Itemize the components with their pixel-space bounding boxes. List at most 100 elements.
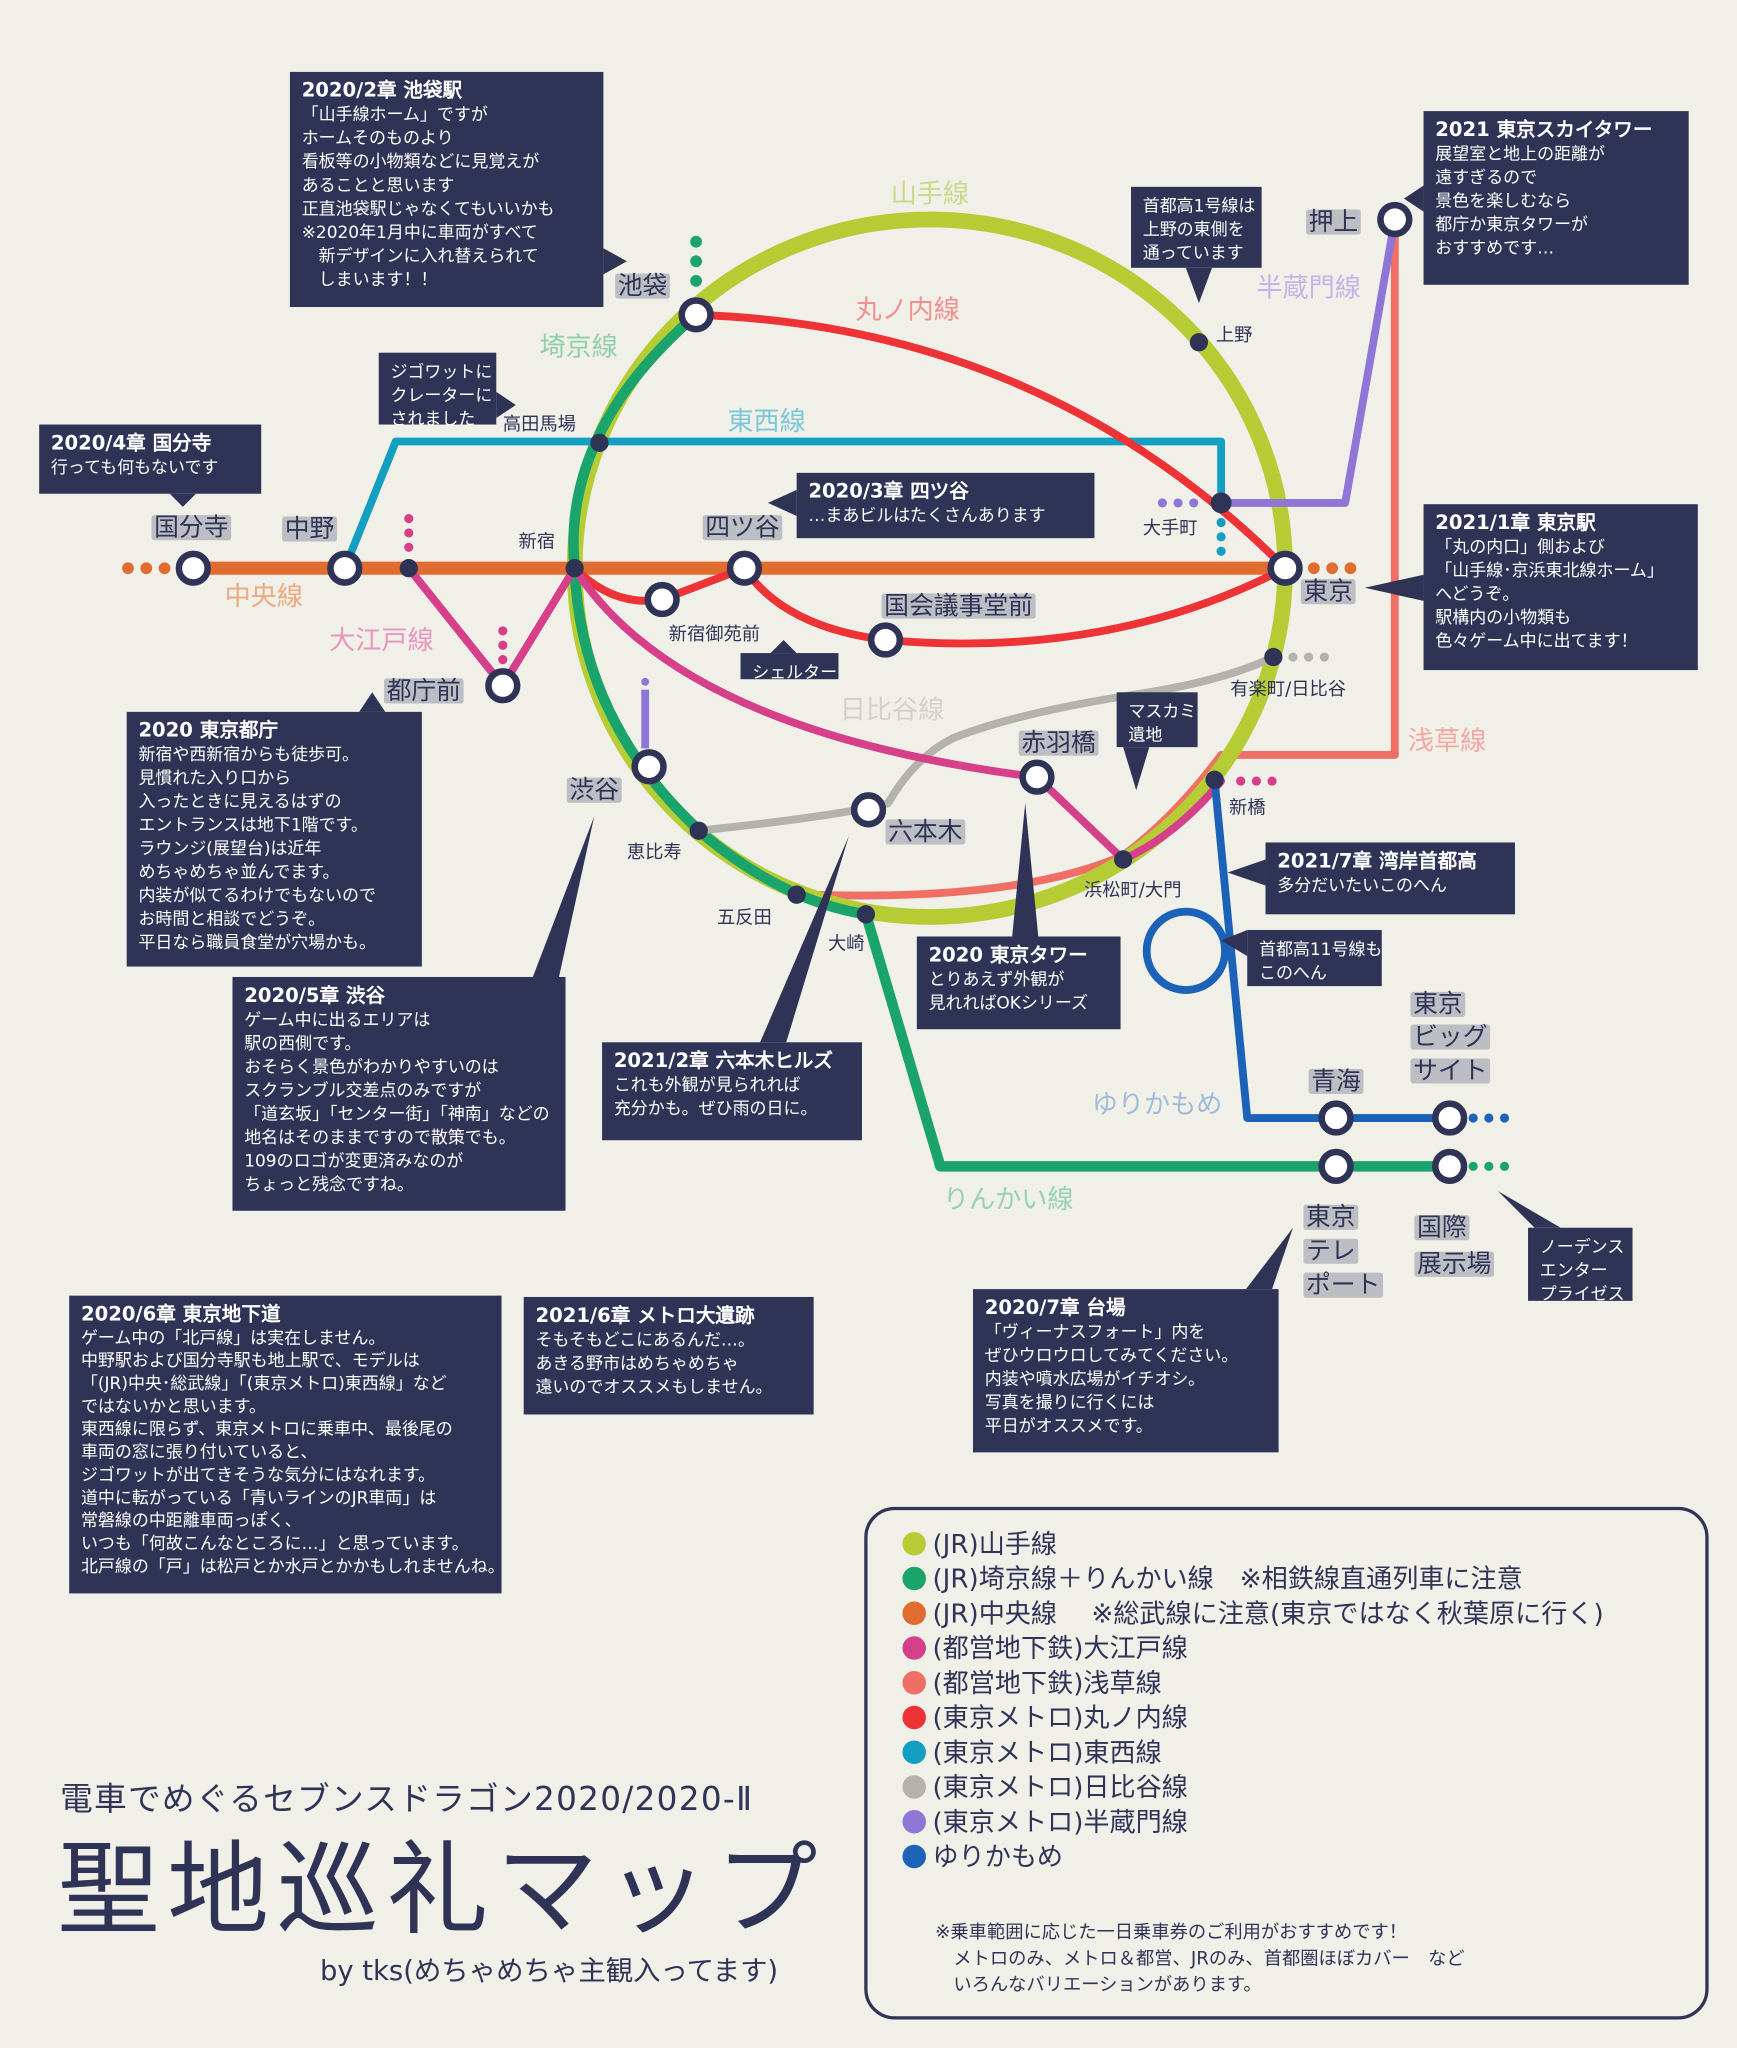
station-shinjuku[interactable] <box>565 559 584 578</box>
station-yurakucho[interactable] <box>1264 647 1283 667</box>
label-akabanebashi: 赤羽橋 <box>1021 728 1096 757</box>
legend-item: (東京メトロ)東西線 <box>902 1738 1162 1768</box>
callout-pointer <box>1221 929 1248 957</box>
station-kokkai[interactable] <box>867 622 904 658</box>
callout-line: 見れればOKシリーズ <box>929 993 1088 1013</box>
station-hamamatsucho[interactable] <box>1114 850 1133 869</box>
station-shinbashi[interactable] <box>1205 770 1224 789</box>
station-shibuya[interactable] <box>631 749 667 785</box>
label-highlight <box>1414 1251 1495 1277</box>
callout-line: 都庁か東京タワーが <box>1435 215 1588 235</box>
callout-line: 平日なら職員食堂が穴場かも。 <box>138 933 376 953</box>
station-ebisu[interactable] <box>689 821 708 840</box>
label-highlight <box>1303 1272 1384 1298</box>
legend-label: (JR)山手線 <box>932 1530 1057 1560</box>
callout-pointer <box>1403 185 1424 212</box>
callout-box: 2020/7章 台場「ヴィーナスフォート」内をぜひウロウロしてみてください。内装… <box>972 1227 1293 1453</box>
line-color-swatch-icon <box>902 1775 926 1799</box>
label-osaki: 大崎 <box>828 934 865 955</box>
callout-line: されました <box>390 410 475 430</box>
station-ikebukuro[interactable] <box>678 297 714 333</box>
callout-line: 東西線に限らず、東京メトロに乗車中、最後尾の <box>81 1420 453 1440</box>
label-takadanobaba: 高田馬場 <box>503 414 576 435</box>
callout-line: おそらく景色がわかりやすいのは <box>244 1057 499 1077</box>
callout-pointer <box>760 835 849 1043</box>
station-labels: 国分寺 中野 池袋 四ツ谷 国会議事堂前 都庁前 渋谷 六本木 赤羽橋 東京 押… <box>151 207 1495 1299</box>
label-aomi: 青海 <box>1311 1066 1361 1095</box>
line-hibiya-dots <box>1288 652 1329 662</box>
station-tochomae[interactable] <box>485 668 521 704</box>
legend-item: (東京メトロ)丸ノ内線 <box>902 1704 1188 1734</box>
legend-note-3: いろんなバリエーションがあります。 <box>935 1974 1262 1995</box>
callout-line: 「山手線ホーム」ですが <box>302 105 488 125</box>
callout-line: ではないかと思います。 <box>81 1397 266 1417</box>
label-rinkai: りんかい線 <box>943 1185 1074 1215</box>
callout-pointer <box>1497 1191 1561 1228</box>
callout-line: 充分かも。ぜひ雨の日に。 <box>614 1099 818 1119</box>
station-akabanebashi[interactable] <box>1019 759 1055 795</box>
callout-line: 色々ゲーム中に出てます！ <box>1435 632 1637 652</box>
station-ueno[interactable] <box>1189 333 1209 352</box>
station-yotsuya[interactable] <box>726 550 763 586</box>
legend-label: ゆりかもめ <box>932 1843 1063 1873</box>
line-tozai <box>340 437 1226 573</box>
station-tokyo[interactable] <box>1267 550 1303 586</box>
callout-background <box>1116 692 1198 748</box>
callout-line: 看板等の小物類などに見覚えが <box>302 152 540 172</box>
station-takadanobaba[interactable] <box>590 433 609 452</box>
line-color-swatch-icon <box>902 1705 926 1730</box>
title-block: 電車でめぐるセブンスドラゴン2020/2020-Ⅱ 聖地巡礼マップ by tks… <box>57 1780 817 1987</box>
callout-background <box>126 711 422 967</box>
callout-line: とりあえず外観が <box>929 970 1065 990</box>
station-roppongi[interactable] <box>850 792 887 828</box>
callout-box: 2021 東京スカイタワー展望室と地上の距離が遠すぎるので景色を楽しむなら都庁か… <box>1403 111 1689 285</box>
callout-line: 行っても何もないです <box>51 458 218 478</box>
station-teleport[interactable] <box>1318 1148 1354 1184</box>
label-highlight <box>1303 1204 1359 1230</box>
callout-line: 入ったときに見えるはずの <box>138 792 341 812</box>
label-highlight <box>1308 1068 1364 1094</box>
station-osaki[interactable] <box>856 905 876 924</box>
callout-line: 道中に転がっている「青いラインのJR車両」は <box>81 1488 436 1508</box>
station-kokusai[interactable] <box>1432 1148 1468 1184</box>
callout-pointer <box>1364 574 1424 601</box>
legend-label: (JR)中央線 ※総武線に注意(東京ではなく秋葉原に行く) <box>932 1599 1603 1629</box>
label-highlight <box>383 678 464 704</box>
callouts: 2020/2章 池袋駅「山手線ホーム」ですがホームそのものより看板等の小物類など… <box>39 71 1698 1594</box>
station-otemachi[interactable] <box>1210 492 1232 514</box>
line-color-swatch-icon <box>902 1809 926 1834</box>
label-highlight <box>1410 1024 1491 1050</box>
callout-background <box>232 976 566 1211</box>
label-highlight <box>1410 991 1466 1017</box>
callout-line: ※2020年1月中に車両がすべて <box>302 223 538 243</box>
label-highlight <box>881 593 1036 619</box>
label-ebisu: 恵比寿 <box>627 842 682 863</box>
station-kokubunji[interactable] <box>175 550 211 586</box>
station-aomi[interactable] <box>1318 1100 1354 1136</box>
legend-label: (東京メトロ)半蔵門線 <box>932 1808 1187 1838</box>
callout-line: 景色を楽しむなら <box>1435 191 1571 211</box>
station-oshiage[interactable] <box>1377 201 1413 238</box>
expressway-loop <box>1142 907 1229 994</box>
callout-line: 通っています <box>1143 244 1244 264</box>
callout-line: 首都高11号線も <box>1259 940 1382 960</box>
callout-line: 109のロゴが変更済みなのが <box>244 1150 463 1171</box>
label-bigsight-2: ビッグ <box>1413 1022 1487 1051</box>
station-shinjukugyoen[interactable] <box>644 581 680 618</box>
callout-pointer <box>1123 747 1150 791</box>
callout-box: 2020/3章 四ツ谷…まあビルはたくさんあります <box>767 472 1095 539</box>
callout-background <box>1265 842 1515 915</box>
callout-line: マスカミ <box>1128 702 1196 722</box>
callout-line: 遠いのでオススメもしません。 <box>535 1377 772 1397</box>
label-tokyo: 東京 <box>1303 577 1353 606</box>
station-gotanda[interactable] <box>787 885 806 904</box>
line-name-labels: 山手線 丸ノ内線 埼京線 東西線 中央線 大江戸線 日比谷線 浅草線 半蔵門線 … <box>225 180 1487 1216</box>
callout-background <box>69 1295 502 1594</box>
legend-label: (東京メトロ)日比谷線 <box>932 1773 1187 1803</box>
station-nakano[interactable] <box>327 550 363 586</box>
station-bigsight[interactable] <box>1432 1100 1468 1136</box>
